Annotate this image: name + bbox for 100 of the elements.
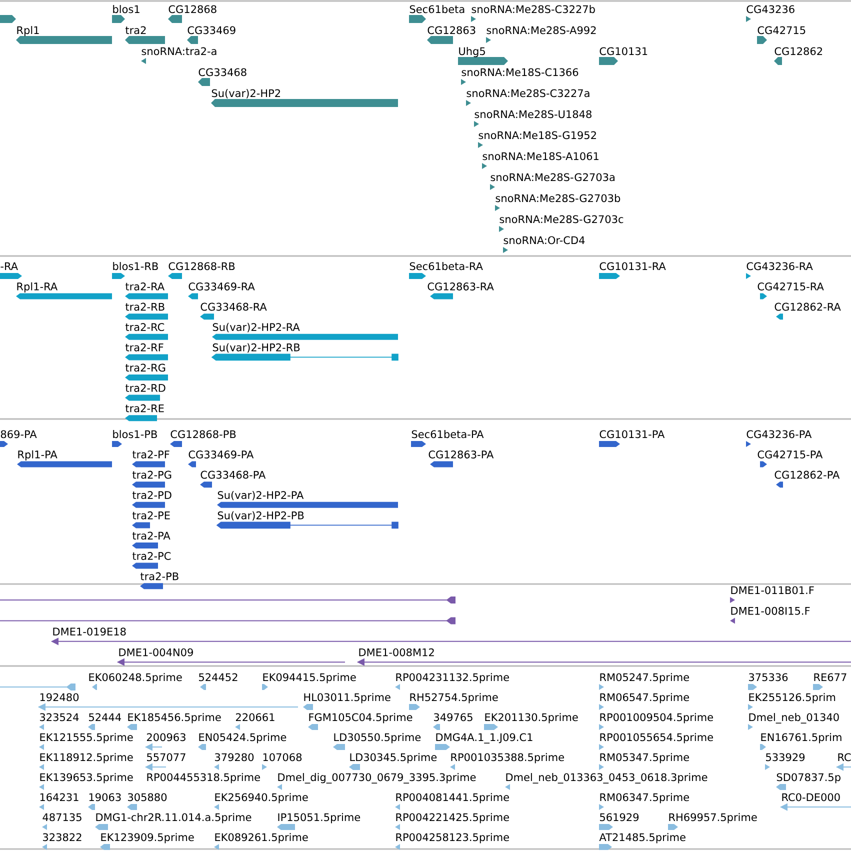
feature-label: blos1-RB [113,262,158,270]
feature-label: snoRNA:Me18S-A1061 [482,152,598,160]
feature-label: RM06547.5prime [600,693,689,704]
feature-label: DME1-011B01.F [731,586,814,594]
feature-label: RP004081441.5prime [396,793,509,804]
feature-label: EN05424.5prime [199,733,286,744]
feature-label: RP001055654.5prime [600,733,713,744]
feature-label: 557077 [147,753,186,762]
feature-label: tra2-RA [125,282,164,290]
feature-label: 869-PA [0,430,37,438]
feature-label: HL03011.5prime [304,693,390,704]
feature-label: RH69957.5prime [669,813,757,824]
feature-label: tra2-RB [125,302,164,311]
feature-label: Uhg5 [459,47,485,58]
feature-label: EK123909.5prime [101,833,194,844]
feature-label: CG12862 [774,47,822,56]
feature-label: tra2-RG [125,364,166,372]
feature-label: CG33469 [188,26,236,34]
feature-label: 164231 [40,793,78,802]
feature-label: RP004221425.5prime [396,813,509,824]
feature-label: RE677 [814,673,846,682]
feature-label: blos1 [113,5,140,14]
feature-label: EK094415.5prime [263,673,356,684]
feature-label: 323524 [40,713,79,722]
feature-label: 533929 [766,753,805,762]
feature-label: tra2-PF [132,450,170,458]
feature-label: 349765 [434,713,472,722]
feature-label: tra2-PB [140,572,178,580]
feature-label: tra2-RD [125,384,166,392]
feature-label: IP15051.5prime [278,813,360,824]
feature-label: Dmel_neb_01340 [749,713,839,724]
feature-label: DME1-008M12 [359,648,434,656]
feature-label: 561929 [600,813,639,822]
feature-label: 220661 [236,713,274,722]
feature-label: CG12862-PA [774,470,840,479]
feature-label: RM05247.5prime [600,673,689,684]
feature-label: snoRNA:Me28S-U1848 [474,110,592,118]
feature-label: tra2-PD [132,491,172,500]
feature-label: CG43236-RA [746,262,813,270]
feature-label: EK256940.5prime [215,793,308,804]
feature-label: EK121555.5prime [40,733,133,744]
feature-label: Sec61beta-PA [412,430,484,438]
feature-label: snoRNA:Me18S-G1952 [478,131,596,140]
feature-label: snoRNA:Or-CD4 [504,236,585,244]
feature-label: EK089261.5prime [215,833,308,844]
feature-label: 192480 [40,693,79,702]
feature-label: CG12863-RA [428,282,494,290]
feature-label: CG12863 [428,26,476,34]
feature-label: EK185456.5prime [128,713,221,724]
feature-label: Rpl1-PA [18,450,58,460]
feature-label: LD30550.5prime [334,733,421,744]
feature-label: -RA [0,262,18,270]
feature-label: Dmel_neb_013363_0453_0618.3prime [506,773,708,784]
feature-label: Rpl1 [17,26,39,36]
feature-label: Su(var)2-HP2-RB [212,343,300,353]
feature-label: DMG1-chr2R.11.014.a.5prime [96,813,252,824]
feature-label: CG12868-RB [168,262,235,270]
feature-label: EK201130.5prime [485,713,578,724]
feature-label: RP001009504.5prime [600,713,713,724]
feature-label: CG42715-PA [758,450,823,458]
feature-label: RP004258123.5prime [396,833,509,844]
feature-label: CG10131-PA [600,430,665,438]
feature-label: snoRNA:Me28S-G2703c [500,215,624,224]
feature-label: CG33469-PA [188,450,254,458]
feature-label: 200963 [146,733,186,742]
feature-label: 305880 [128,793,167,802]
feature-label: DME1-008I15.F [731,606,810,615]
feature-label: snoRNA:Me28S-G2703b [496,194,620,202]
feature-label: RM05347.5prime [600,753,689,764]
feature-label: AT21485.5prime [599,833,686,844]
feature-label: RP004455318.5prime [147,773,260,784]
feature-label: Dmel_dig_007730_0679_3395.3prime [278,773,476,784]
feature-label: CG33469-RA [188,282,255,290]
feature-label: CG10131-RA [600,262,666,270]
feature-label: Rpl1-RA [17,282,58,292]
feature-label: DME1-004N09 [119,648,193,656]
feature-label: CG33468 [198,68,246,76]
feature-label: SD07837.5p [776,773,840,784]
feature-label: tra2-PA [132,532,170,540]
feature-label: 52444 [89,713,121,722]
feature-label: CG42715-RA [758,282,824,290]
feature-label: RC0-DE000 [782,793,840,802]
feature-label: snoRNA:Me28S-C3227a [466,89,590,98]
feature-label: blos1-PB [113,430,157,438]
feature-label: Su(var)2-HP2-PB [218,511,304,521]
feature-label: RP004231132.5prime [396,673,509,684]
feature-label: 323822 [43,833,82,842]
feature-label: snoRNA:Me28S-C3227b [472,5,595,14]
feature-label: CG33468-RA [200,302,267,311]
feature-label: CG12863-PA [428,450,494,458]
feature-label: CG12862-RA [774,302,841,311]
feature-label: DME1-019E18 [53,628,126,636]
feature-label: RM06347.5prime [600,793,689,804]
feature-label: tra2-RE [125,404,164,412]
feature-label: Su(var)2-HP2 [212,89,280,98]
feature-label: 487135 [42,813,82,822]
feature-label: tra2-RF [125,343,164,352]
feature-label: CG43236 [746,5,794,14]
feature-label: snoRNA:tra2-a [142,47,216,56]
feature-label: EK118912.5prime [40,753,133,764]
